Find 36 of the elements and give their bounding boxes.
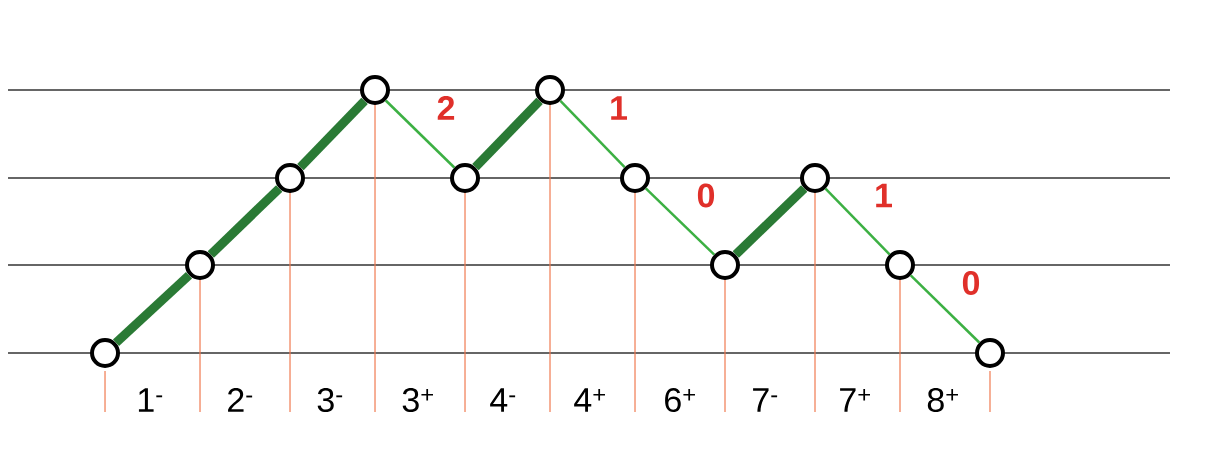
vertex-circle: [275, 163, 305, 193]
position-label: 7$^{-}$: [753, 388, 778, 412]
vertex-circle: [450, 163, 480, 193]
path-segment: [824, 187, 891, 256]
edge-label: 1: [608, 95, 629, 121]
edge-label: 2: [435, 95, 457, 121]
position-label: 3$^{+}$: [402, 387, 433, 413]
path-segment: [909, 274, 981, 344]
path-segment: [559, 99, 626, 169]
path-segment: [112, 271, 193, 347]
edge-label: 0: [695, 182, 717, 209]
position-label: 7$^{+}$: [840, 388, 870, 412]
path-segment: [207, 185, 283, 258]
position-label: 1$^{-}$: [138, 388, 163, 412]
position-label: 4$^{+}$: [574, 388, 605, 412]
path-segment: [732, 185, 808, 258]
path-segment: [472, 97, 543, 171]
path-segment: [384, 99, 456, 169]
vertex-circle: [800, 163, 830, 193]
vertex-circle: [185, 250, 215, 280]
edge-label: 1: [873, 182, 894, 209]
path-segment: [644, 187, 716, 256]
vertex-circle: [710, 250, 740, 280]
position-label: 2$^{-}$: [228, 388, 253, 412]
vertex-circle: [620, 163, 650, 193]
path-segment: [297, 97, 368, 171]
vertex-circle: [975, 338, 1005, 368]
position-label: 6$^{+}$: [665, 387, 695, 413]
vertex-circle: [90, 338, 120, 368]
vertex-circle: [360, 75, 390, 105]
position-label: 3$^{-}$: [317, 387, 343, 413]
position-label: 4$^{-}$: [490, 388, 516, 412]
vertex-circle: [535, 75, 565, 105]
vertex-circle: [885, 250, 915, 280]
position-label: 8$^{+}$: [927, 387, 958, 413]
edge-label: 0: [960, 269, 982, 297]
